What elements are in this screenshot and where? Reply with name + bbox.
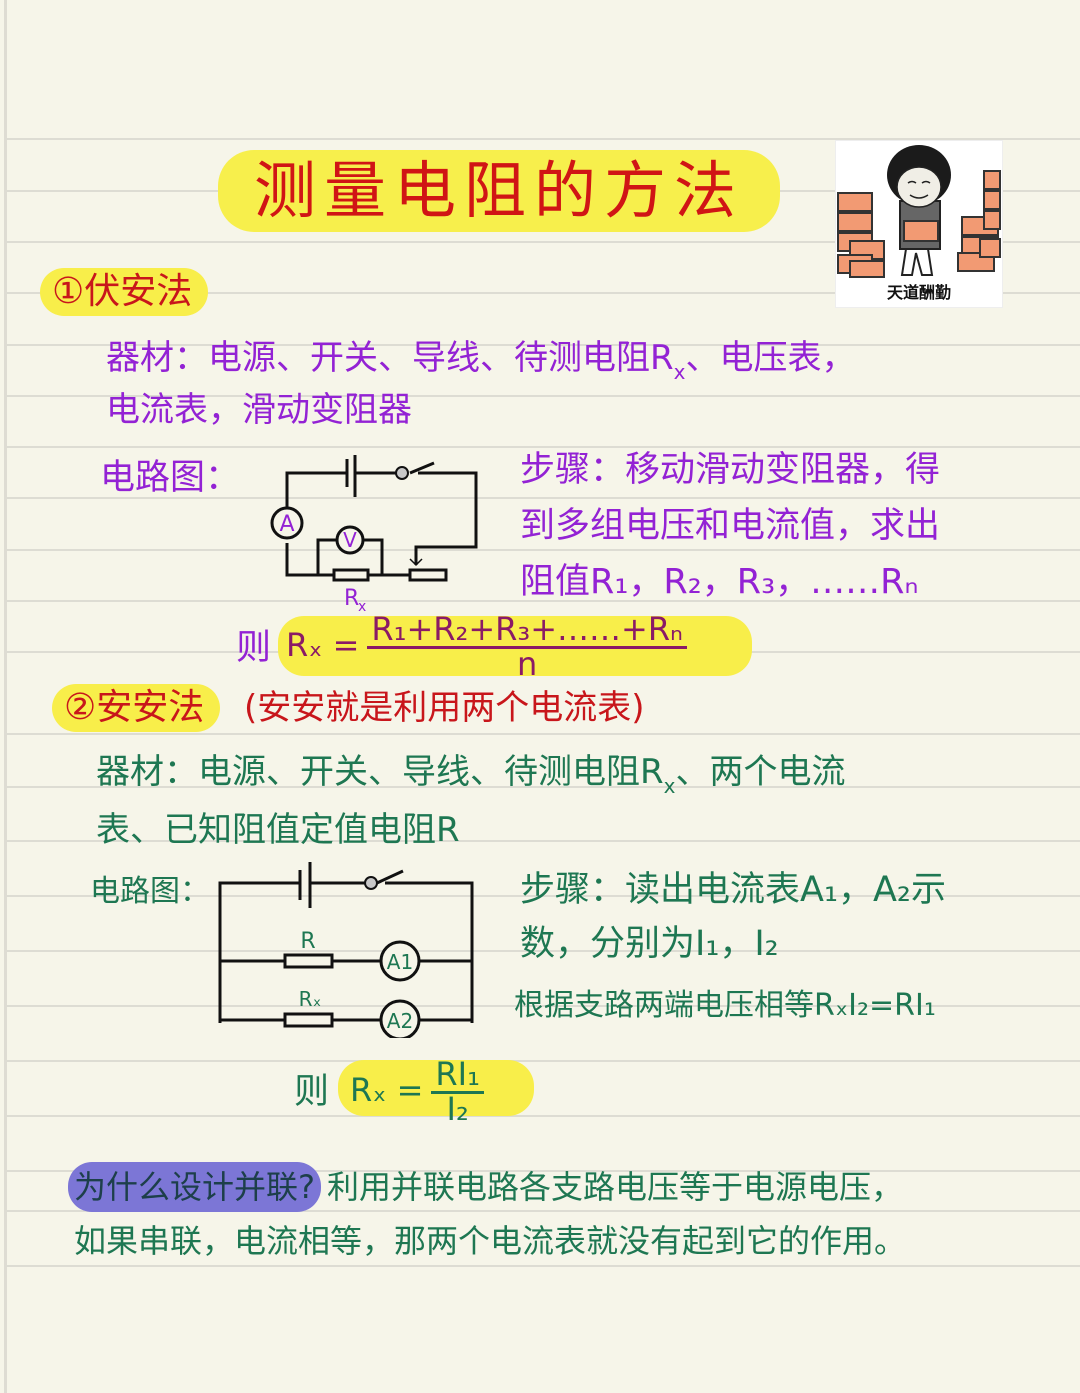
section2-heading: ②安安法	[52, 684, 221, 732]
voltammeter-circuit-diagram: A V R x	[270, 455, 478, 615]
ammeter-ammeter-circuit-diagram: A1 A2 R Rₓ	[218, 862, 474, 1038]
section2-materials-line2: 表、已知阻值定值电阻R	[96, 810, 460, 850]
section1-materials-line2: 电流表，滑动变阻器	[106, 390, 412, 430]
why-parallel-answer-line1: 利用并联电路各支路电压等于电源电压，	[327, 1168, 904, 1206]
svg-text:R: R	[344, 586, 359, 611]
why-parallel-question: 为什么设计并联?	[68, 1162, 321, 1212]
svg-text:A: A	[279, 512, 294, 537]
section2-steps-line3: 根据支路两端电压相等RₓI₂=RI₁	[514, 988, 936, 1023]
section1-heading: ①伏安法	[40, 268, 209, 316]
section2-formula: Rₓ = RI₁ I₂	[350, 1052, 484, 1128]
section1-formula-prefix: 则	[236, 628, 272, 668]
section2-heading-note: (安安就是利用两个电流表)	[244, 688, 645, 728]
section2-steps-line2: 数，分别为I₁，I₂	[520, 924, 779, 964]
svg-text:V: V	[343, 528, 357, 552]
meme-caption: 天道酬勤	[886, 283, 951, 302]
page-title: 测量电阻的方法	[218, 150, 780, 232]
meme-image: 天道酬勤	[835, 140, 1003, 308]
section1-steps-line2: 到多组电压和电流值，求出	[520, 506, 941, 546]
svg-text:Rₓ: Rₓ	[299, 987, 322, 1011]
why-parallel-line1: 为什么设计并联? 利用并联电路各支路电压等于电源电压，	[68, 1162, 903, 1212]
ammeter-a2-icon	[379, 999, 421, 1038]
section1-circuit-label: 电路图：	[100, 458, 241, 498]
section2-formula-highlight	[338, 1060, 534, 1116]
section1-steps-line3: 阻值R₁，R₂，R₃，……Rₙ	[520, 562, 919, 602]
voltmeter-icon	[335, 525, 365, 555]
section1-materials-line1: 器材：电源、开关、导线、待测电阻Rx、电压表，	[106, 338, 856, 384]
ammeter-icon	[270, 506, 304, 540]
svg-text:A1: A1	[387, 950, 413, 974]
section2-steps-line1: 步骤：读出电流表A₁，A₂示	[520, 870, 946, 910]
section2-materials-line1: 器材：电源、开关、导线、待测电阻Rx、两个电流	[96, 752, 846, 798]
svg-text:R: R	[300, 929, 315, 954]
page-margin-line	[4, 0, 7, 1393]
brick-carrying-meme-icon	[837, 145, 1001, 278]
section1-formula: Rₓ = R₁+R₂+R₃+……+Rₙ n	[286, 610, 687, 680]
section1-steps-line1: 步骤：移动滑动变阻器，得	[520, 450, 941, 490]
svg-text:x: x	[358, 599, 366, 615]
why-parallel-answer-line2: 如果串联，电流相等，那两个电流表就没有起到它的作用。	[74, 1222, 907, 1260]
svg-text:A2: A2	[387, 1009, 413, 1033]
section2-formula-prefix: 则	[294, 1072, 330, 1112]
section2-circuit-label: 电路图：	[90, 874, 210, 909]
ammeter-a1-icon	[379, 940, 421, 982]
